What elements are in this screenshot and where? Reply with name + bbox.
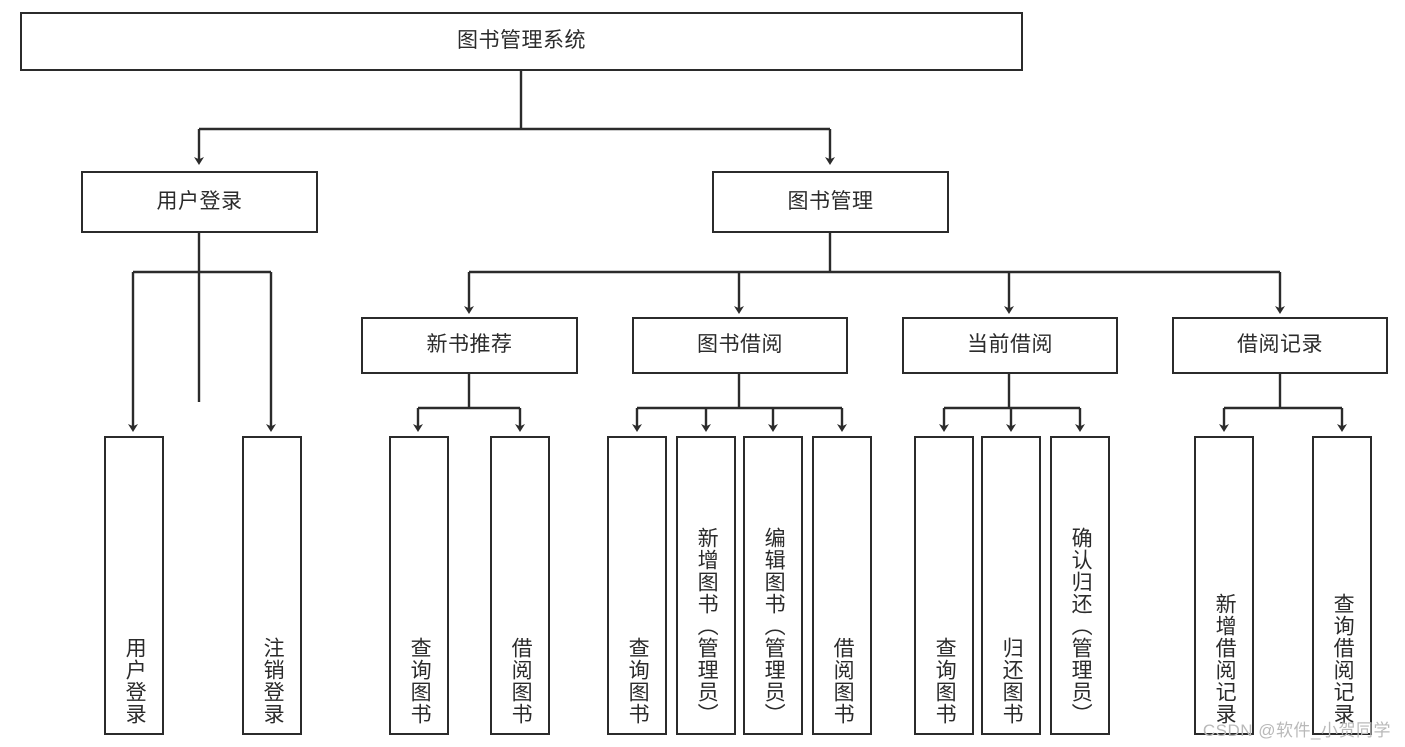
node-label: 用户登录: [123, 637, 147, 725]
node-label: 确认归还（管理员）: [1069, 527, 1093, 725]
node-book-management-system[interactable]: 图书管理系统: [20, 12, 1023, 71]
node-label: 借阅记录: [1237, 333, 1323, 357]
node-label: 新增图书（管理员）: [695, 527, 719, 725]
leaf-current-borrow-confirm-return[interactable]: 确认归还（管理员）: [1050, 436, 1110, 735]
node-book-management[interactable]: 图书管理: [712, 171, 949, 233]
node-label: 当前借阅: [967, 333, 1053, 357]
node-label: 借阅图书: [509, 637, 533, 725]
leaf-user-login-logout[interactable]: 注销登录: [242, 436, 302, 735]
node-label: 图书借阅: [697, 333, 783, 357]
node-borrow-record[interactable]: 借阅记录: [1172, 317, 1388, 374]
node-book-borrow[interactable]: 图书借阅: [632, 317, 848, 374]
node-label: 图书管理系统: [457, 29, 586, 53]
node-current-borrow[interactable]: 当前借阅: [902, 317, 1118, 374]
leaf-current-borrow-query[interactable]: 查询图书: [914, 436, 974, 735]
leaf-current-borrow-return[interactable]: 归还图书: [981, 436, 1041, 735]
node-user-login[interactable]: 用户登录: [81, 171, 318, 233]
node-label: 查询图书: [626, 637, 650, 725]
leaf-borrow-record-query[interactable]: 查询借阅记录: [1312, 436, 1372, 735]
node-label: 查询图书: [933, 637, 957, 725]
leaf-user-login-login[interactable]: 用户登录: [104, 436, 164, 735]
leaf-book-borrow-query[interactable]: 查询图书: [607, 436, 667, 735]
leaf-new-book-query[interactable]: 查询图书: [389, 436, 449, 735]
node-label: 注销登录: [261, 637, 285, 725]
leaf-borrow-record-add[interactable]: 新增借阅记录: [1194, 436, 1254, 735]
node-label: 归还图书: [1000, 637, 1024, 725]
node-label: 新增借阅记录: [1213, 593, 1237, 725]
node-new-book-recommend[interactable]: 新书推荐: [361, 317, 578, 374]
node-label: 新书推荐: [426, 333, 513, 357]
csdn-watermark: CSDN @软件_小贺同学: [1202, 721, 1391, 740]
leaf-book-borrow-borrow[interactable]: 借阅图书: [812, 436, 872, 735]
leaf-new-book-borrow[interactable]: 借阅图书: [490, 436, 550, 735]
node-label: 用户登录: [156, 189, 243, 213]
node-label: 查询借阅记录: [1331, 593, 1355, 725]
node-label: 借阅图书: [831, 637, 855, 725]
node-label: 编辑图书（管理员）: [762, 527, 786, 725]
leaf-book-borrow-edit[interactable]: 编辑图书（管理员）: [743, 436, 803, 735]
leaf-book-borrow-add[interactable]: 新增图书（管理员）: [676, 436, 736, 735]
node-label: 查询图书: [408, 637, 432, 725]
node-label: 图书管理: [787, 189, 874, 213]
